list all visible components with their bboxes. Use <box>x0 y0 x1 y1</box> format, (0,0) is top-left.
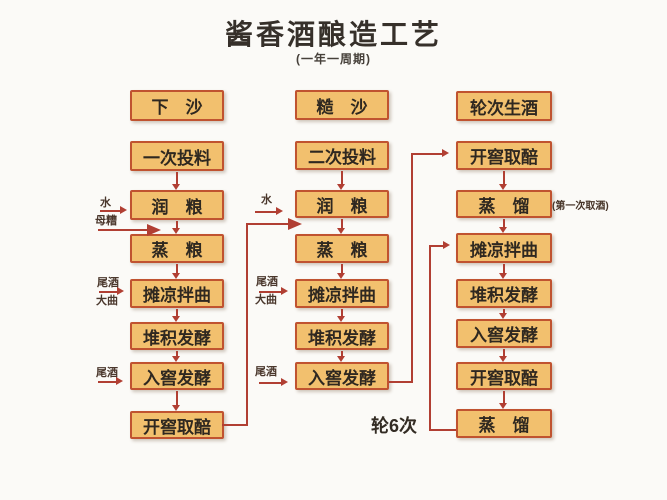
left-step-duiji-fajiao: 堆积发酵 <box>130 322 224 350</box>
flow-arrow-line <box>176 351 178 357</box>
arrow-down-icon <box>172 356 180 362</box>
arrow-right-icon <box>147 224 161 236</box>
mid-step-duiji-fajiao: 堆积发酵 <box>295 322 389 350</box>
flow-arrow-line <box>503 219 505 228</box>
arrow-down-icon <box>172 184 180 190</box>
right-step-kaijiao-qupei-1: 开窖取醅 <box>456 141 552 170</box>
left-step-tanliang-banqu: 摊凉拌曲 <box>130 279 224 308</box>
flow-arrow-line <box>341 171 343 185</box>
flow-arrow-line <box>176 391 178 406</box>
arrow-down-icon <box>499 273 507 279</box>
arrow-right-icon <box>120 206 127 214</box>
arrow-down-icon <box>337 228 345 234</box>
flow-arrow-line <box>503 264 505 274</box>
arrow-down-icon <box>337 316 345 322</box>
input-label-tail-liquor: 尾酒 <box>96 367 118 379</box>
right-step-rujiao-fajiao: 入窖发酵 <box>456 319 552 348</box>
header-xiasha: 下 沙 <box>130 90 224 121</box>
arrow-right-icon <box>288 218 302 230</box>
right-step-duiji-fajiao: 堆积发酵 <box>456 279 552 308</box>
left-step-kaijiao-qupei: 开窖取醅 <box>130 411 224 439</box>
mid-step-zheng-liang: 蒸 粮 <box>295 234 389 263</box>
connector-mid-to-right <box>411 154 413 383</box>
rounds-note: 轮6次 <box>371 416 418 436</box>
arrow-down-icon <box>499 403 507 409</box>
page-title: 酱香酒酿造工艺 <box>224 19 442 50</box>
arrow-down-icon <box>499 313 507 319</box>
arrow-down-icon <box>172 405 180 411</box>
right-step-zhengliu-2: 蒸 馏 <box>456 409 552 438</box>
first-distillation-note: (第一次取酒) <box>552 201 609 212</box>
arrow-down-icon <box>172 273 180 279</box>
header-caosha: 糙 沙 <box>295 90 389 120</box>
flow-arrow-line <box>503 349 505 357</box>
left-step-zheng-liang: 蒸 粮 <box>130 234 224 263</box>
flow-arrow-line <box>341 351 343 357</box>
right-step-tanliang-banqu: 摊凉拌曲 <box>456 233 552 263</box>
connector-round-loop <box>429 246 431 431</box>
input-label-daqu: 大曲 <box>96 295 118 307</box>
input-label-tail-liquor: 尾酒 <box>97 277 119 289</box>
mid-step-tanliang-banqu: 摊凉拌曲 <box>295 279 389 308</box>
flow-arrow-line <box>503 309 505 314</box>
connector-left-to-mid <box>222 424 248 426</box>
flow-arrow-line <box>503 171 505 185</box>
arrow-right-icon <box>116 377 123 385</box>
right-step-zhengliu-1: 蒸 馏 <box>456 190 552 218</box>
left-step-run-liang: 润 粮 <box>130 190 224 220</box>
flow-arrow-line <box>341 264 343 274</box>
input-label-water: 水 <box>100 197 111 209</box>
input-label-tail-liquor: 尾酒 <box>256 276 278 288</box>
input-arrow-line <box>99 291 118 293</box>
input-label-mother-mash: 母糟 <box>95 215 117 227</box>
mid-step-erci-touliao: 二次投料 <box>295 141 389 170</box>
arrow-down-icon <box>172 316 180 322</box>
flow-arrow-line <box>176 221 178 229</box>
connector-round-loop <box>431 429 456 431</box>
input-arrow-line <box>259 382 282 384</box>
arrow-down-icon <box>172 228 180 234</box>
arrow-right-icon <box>281 287 288 295</box>
connector-mid-to-right <box>411 153 443 155</box>
input-arrow-line <box>100 210 121 212</box>
flow-arrow-line <box>341 219 343 229</box>
input-label-daqu: 大曲 <box>255 294 277 306</box>
mid-step-run-liang: 润 粮 <box>295 190 389 218</box>
arrow-down-icon <box>337 273 345 279</box>
connector-mid-to-right <box>389 381 413 383</box>
page-subtitle: (一年一周期) <box>296 52 371 66</box>
flow-arrow-line <box>176 264 178 274</box>
input-arrow-line <box>98 229 148 231</box>
left-step-rujiao-fajiao: 入窖发酵 <box>130 362 224 390</box>
header-lunci-shengjiu: 轮次生酒 <box>456 91 552 121</box>
connector-left-to-mid <box>246 223 289 225</box>
flow-arrow-line <box>341 309 343 317</box>
arrow-right-icon <box>281 378 288 386</box>
flow-arrow-line <box>176 309 178 317</box>
input-arrow-line <box>255 211 277 213</box>
input-arrow-line <box>98 381 117 383</box>
arrow-right-icon <box>443 241 450 249</box>
arrow-down-icon <box>499 356 507 362</box>
arrow-down-icon <box>499 184 507 190</box>
arrow-right-icon <box>276 207 283 215</box>
input-arrow-line <box>259 291 282 293</box>
arrow-down-icon <box>499 227 507 233</box>
connector-left-to-mid <box>246 224 248 426</box>
arrow-down-icon <box>337 356 345 362</box>
arrow-down-icon <box>337 184 345 190</box>
arrow-right-icon <box>117 287 124 295</box>
flow-arrow-line <box>176 172 178 185</box>
flow-arrow-line <box>503 391 505 404</box>
input-label-tail-liquor: 尾酒 <box>255 366 277 378</box>
left-step-yici-touliao: 一次投料 <box>130 141 224 171</box>
mid-step-rujiao-fajiao: 入窖发酵 <box>295 362 389 390</box>
arrow-right-icon <box>442 149 449 157</box>
connector-round-loop <box>429 245 444 247</box>
right-step-kaijiao-qupei-2: 开窖取醅 <box>456 362 552 390</box>
input-label-water: 水 <box>261 194 272 206</box>
